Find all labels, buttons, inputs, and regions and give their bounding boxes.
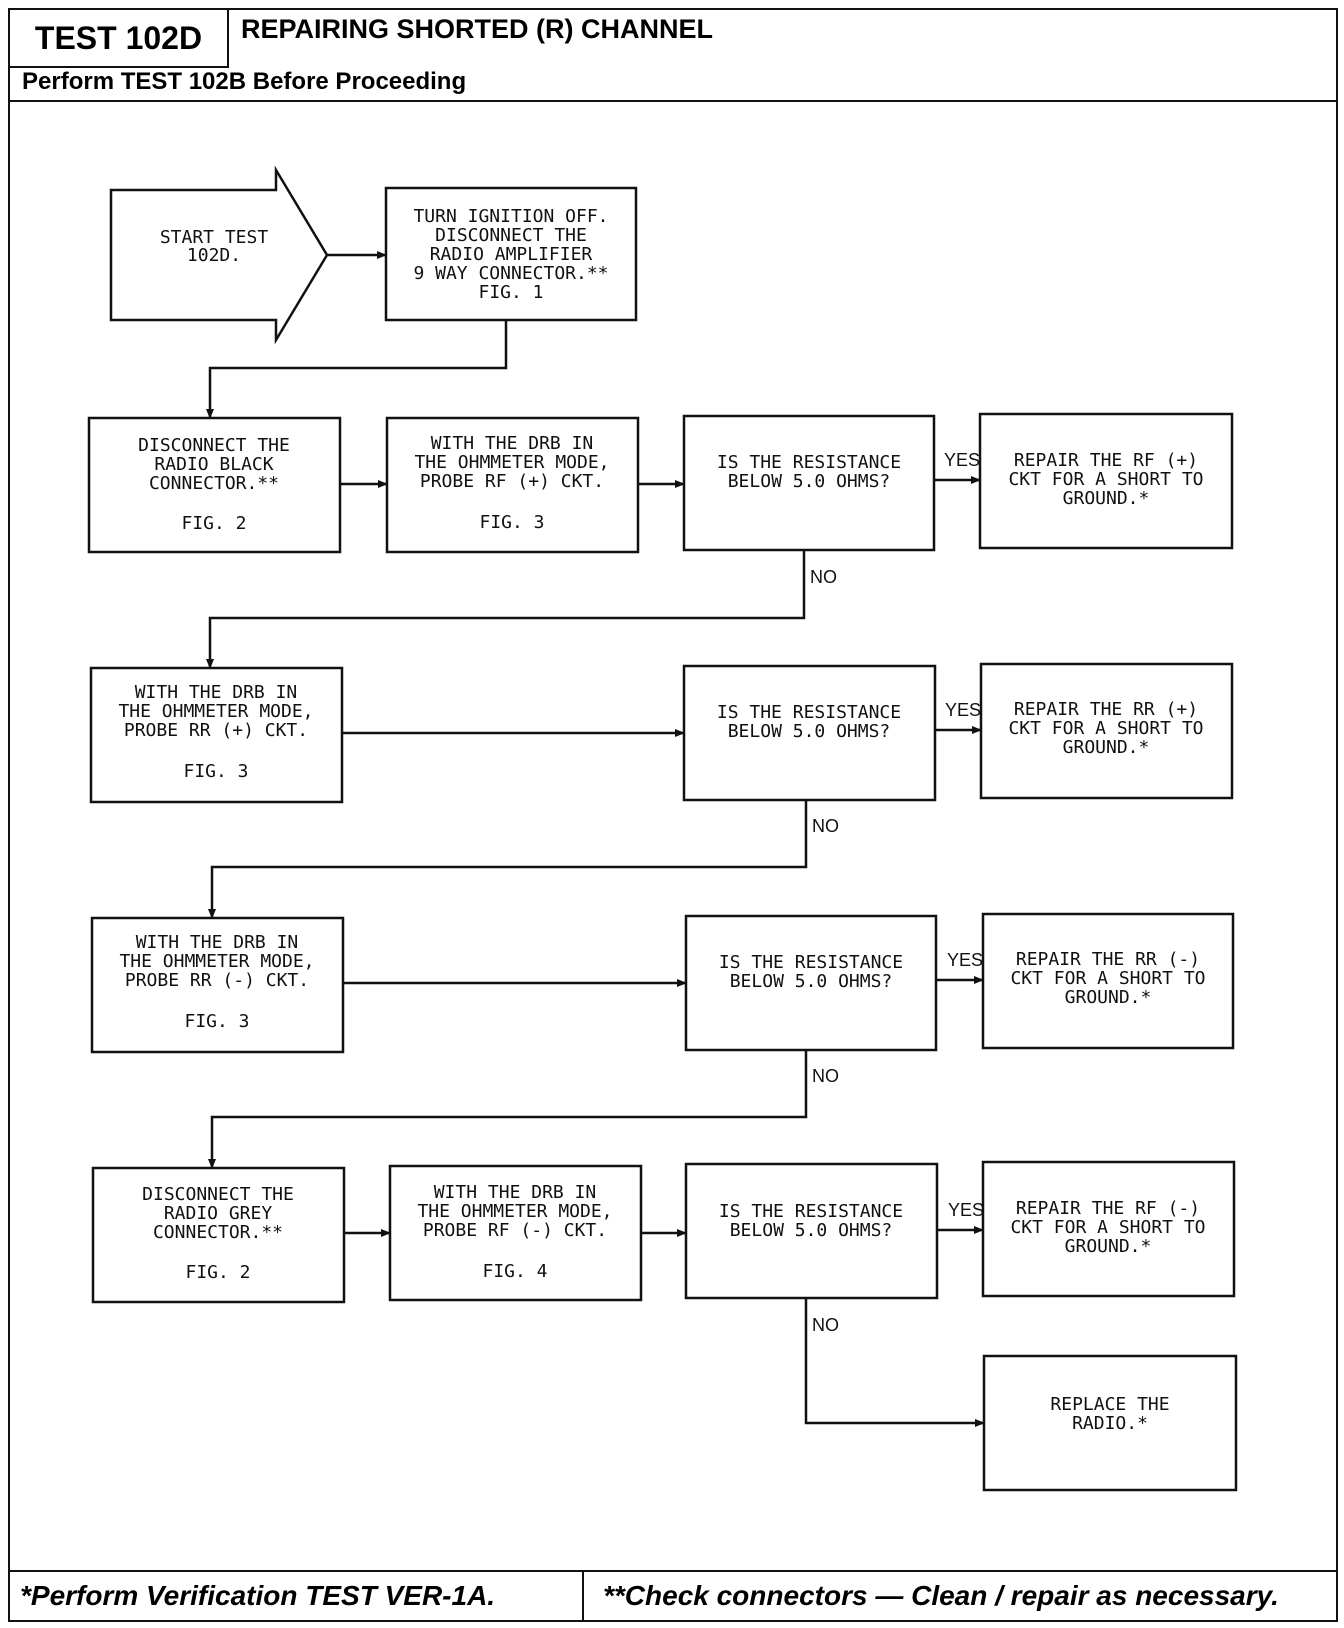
start-text-1: START TEST	[160, 227, 269, 248]
step1-line-4: 9 WAY CONNECTOR.**	[413, 263, 608, 284]
q4-line-1: IS THE RESISTANCE	[719, 1201, 903, 1222]
step2-fig: FIG. 2	[181, 513, 246, 534]
footer-split	[582, 1570, 584, 1622]
step1-line-1: TURN IGNITION OFF.	[413, 206, 608, 227]
start-shape	[109, 165, 329, 345]
q3-line-2: BELOW 5.0 OHMS?	[730, 971, 893, 992]
r3-line-2: CKT FOR A SHORT TO	[1010, 968, 1205, 989]
step4-line-1: WITH THE DRB IN	[135, 682, 298, 703]
q1-no-label: NO	[810, 567, 837, 587]
step2-line-3: CONNECTOR.**	[149, 473, 279, 494]
step1-line-3: RADIO AMPLIFIER	[430, 244, 593, 265]
test-id-badge: TEST 102D	[8, 8, 229, 68]
step5-box	[90, 916, 345, 1054]
start-text-2: 102D.	[187, 245, 241, 266]
step4-box	[89, 666, 344, 804]
step7-line-2: THE OHMMETER MODE,	[417, 1201, 612, 1222]
page-frame	[8, 8, 1338, 1622]
r1-line-1: REPAIR THE RF (+)	[1014, 450, 1198, 471]
step3-line-2: THE OHMMETER MODE,	[414, 452, 609, 473]
step4-fig: FIG. 3	[183, 761, 248, 782]
step4-line-3: PROBE RR (+) CKT.	[124, 720, 308, 741]
connector-q2-step5	[208, 800, 808, 919]
q4-line-2: BELOW 5.0 OHMS?	[730, 1220, 893, 1241]
step7-line-1: WITH THE DRB IN	[434, 1182, 597, 1203]
step3-fig: FIG. 3	[479, 512, 544, 533]
r2-line-2: CKT FOR A SHORT TO	[1008, 718, 1203, 739]
q1-line-1: IS THE RESISTANCE	[717, 452, 901, 473]
r4-line-3: GROUND.*	[1065, 1236, 1152, 1257]
q1-yes-label: YES	[944, 450, 980, 470]
step6-line-1: DISCONNECT THE	[142, 1184, 294, 1205]
step4-line-2: THE OHMMETER MODE,	[118, 701, 313, 722]
final-line-2: RADIO.*	[1072, 1413, 1148, 1434]
q3-line-1: IS THE RESISTANCE	[719, 952, 903, 973]
footnote-verification: *Perform Verification TEST VER-1A.	[20, 1580, 496, 1611]
step5-line-1: WITH THE DRB IN	[136, 932, 299, 953]
page-title: REPAIRING SHORTED (R) CHANNEL	[241, 14, 713, 44]
r2-line-1: REPAIR THE RR (+)	[1014, 699, 1198, 720]
q2-no-label: NO	[812, 816, 839, 836]
q3-no-label: NO	[812, 1066, 839, 1086]
connector-q1-step4	[206, 550, 806, 669]
r2-line-3: GROUND.*	[1063, 737, 1150, 758]
q4-yes-label: YES	[948, 1200, 984, 1220]
step3-line-1: WITH THE DRB IN	[431, 433, 594, 454]
connector-q3-step6	[208, 1050, 808, 1169]
q2-yes-label: YES	[945, 700, 981, 720]
step5-fig: FIG. 3	[184, 1011, 249, 1032]
step5-line-3: PROBE RR (-) CKT.	[125, 970, 309, 991]
final-line-1: REPLACE THE	[1050, 1394, 1169, 1415]
footer-divider	[8, 1570, 1338, 1572]
q1-line-2: BELOW 5.0 OHMS?	[728, 471, 891, 492]
step5-line-2: THE OHMMETER MODE,	[119, 951, 314, 972]
step7-fig: FIG. 4	[482, 1261, 547, 1282]
step7-line-3: PROBE RF (-) CKT.	[423, 1220, 607, 1241]
r4-line-1: REPAIR THE RF (-)	[1016, 1198, 1200, 1219]
step1-line-2: DISCONNECT THE	[435, 225, 587, 246]
r1-line-2: CKT FOR A SHORT TO	[1008, 469, 1203, 490]
q2-line-1: IS THE RESISTANCE	[717, 702, 901, 723]
step6-line-3: CONNECTOR.**	[153, 1222, 283, 1243]
q2-line-2: BELOW 5.0 OHMS?	[728, 721, 891, 742]
step6-box	[91, 1166, 346, 1304]
connector-step1-step2	[206, 320, 508, 419]
step2-line-2: RADIO BLACK	[154, 454, 273, 475]
r3-line-3: GROUND.*	[1065, 987, 1152, 1008]
r3-line-1: REPAIR THE RR (-)	[1016, 949, 1200, 970]
r4-line-2: CKT FOR A SHORT TO	[1010, 1217, 1205, 1238]
step1-line-5: FIG. 1	[478, 282, 543, 303]
header-divider	[8, 100, 1338, 102]
footnote-connectors: **Check connectors — Clean / repair as n…	[603, 1580, 1279, 1611]
r1-line-3: GROUND.*	[1063, 488, 1150, 509]
prerequisite-note: Perform TEST 102B Before Proceeding	[22, 68, 467, 95]
step3-line-3: PROBE RF (+) CKT.	[420, 471, 604, 492]
step2-line-1: DISCONNECT THE	[138, 435, 290, 456]
connector-q4-final	[804, 1298, 985, 1427]
q3-yes-label: YES	[947, 950, 983, 970]
q4-no-label: NO	[812, 1315, 839, 1335]
step6-fig: FIG. 2	[185, 1262, 250, 1283]
step6-line-2: RADIO GREY	[164, 1203, 273, 1224]
